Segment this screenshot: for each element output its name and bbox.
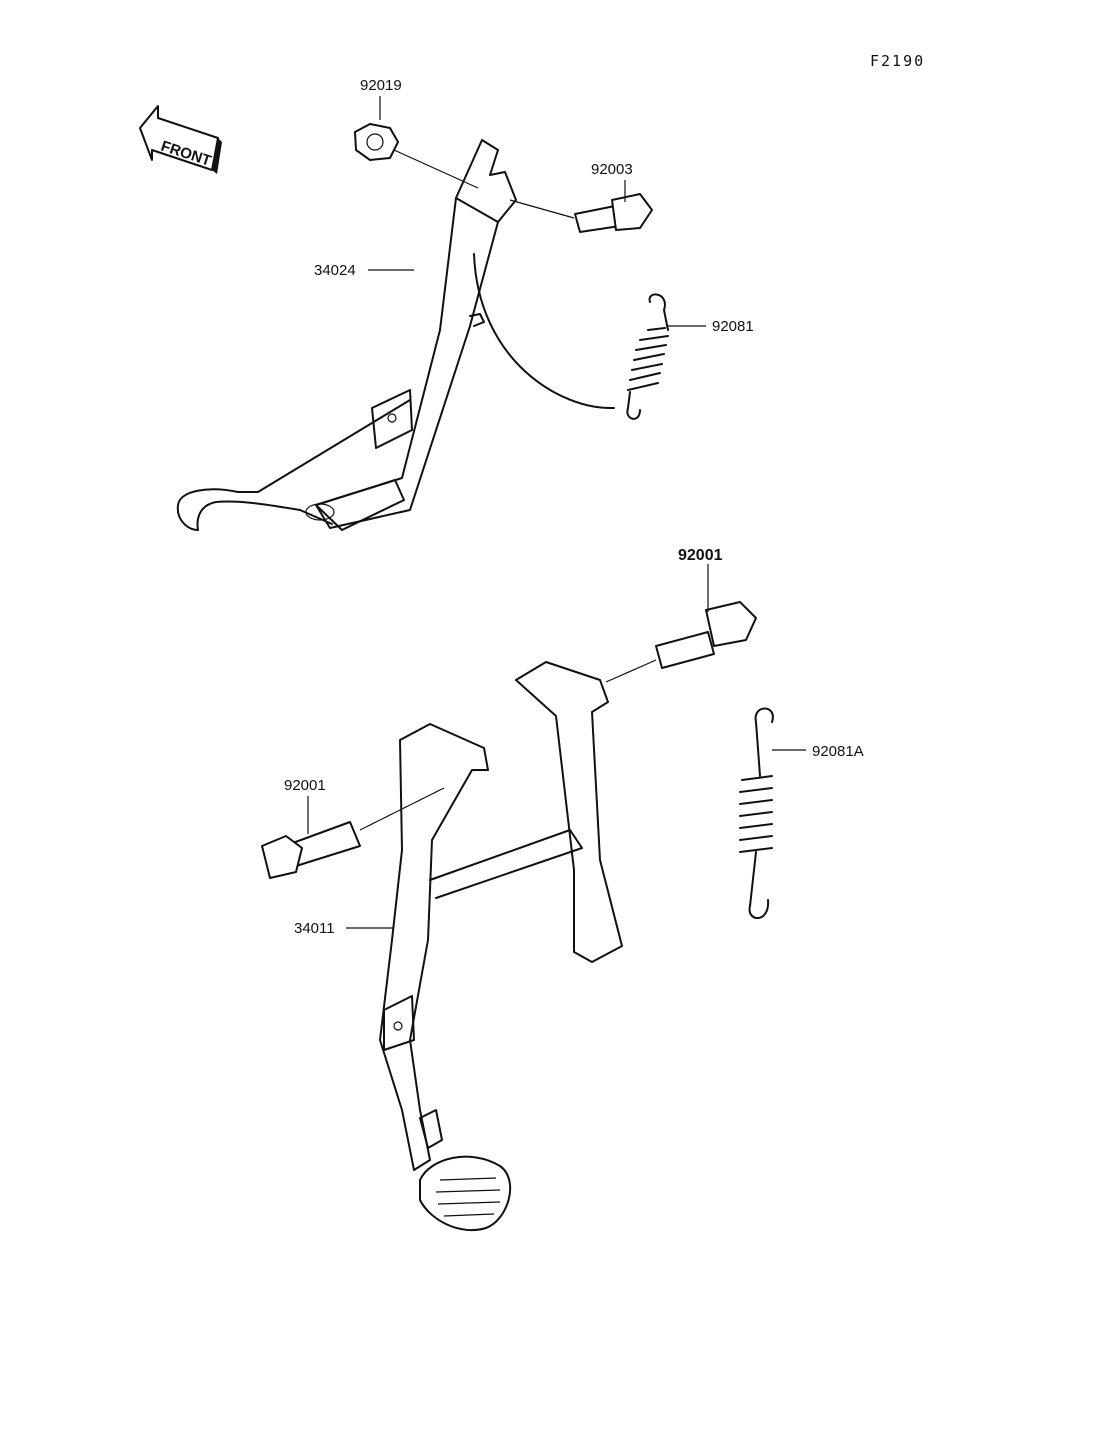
part-label-92001-left: 92001: [284, 777, 326, 794]
part-label-92019: 92019: [360, 77, 402, 94]
spring-center-icon: [739, 707, 774, 919]
hex-nut-icon: [354, 123, 399, 161]
front-arrow-icon: FRONT: [139, 105, 222, 174]
bolt-left-guide-line: [359, 787, 445, 831]
part-label-92001-right: 92001: [678, 547, 723, 564]
bolt-right-guide-line: [605, 659, 657, 683]
spring-icon: [626, 293, 669, 420]
part-label-92003: 92003: [591, 161, 633, 178]
center-stand: [379, 661, 623, 1232]
nut-guide-line: [393, 149, 479, 189]
spring-hook-line: [473, 253, 615, 410]
part-label-92081A: 92081A: [812, 743, 864, 760]
part-label-34011: 34011: [294, 920, 335, 937]
bolt-left-icon: [261, 821, 361, 879]
part-label-92081: 92081: [712, 318, 754, 335]
figure-code: F2190: [870, 52, 925, 70]
bolt-right-icon: [655, 601, 757, 669]
part-label-34024: 34024: [314, 262, 356, 279]
bolt-guide-line: [509, 199, 575, 219]
bolt-icon: [574, 193, 653, 233]
side-stand: [176, 139, 517, 531]
